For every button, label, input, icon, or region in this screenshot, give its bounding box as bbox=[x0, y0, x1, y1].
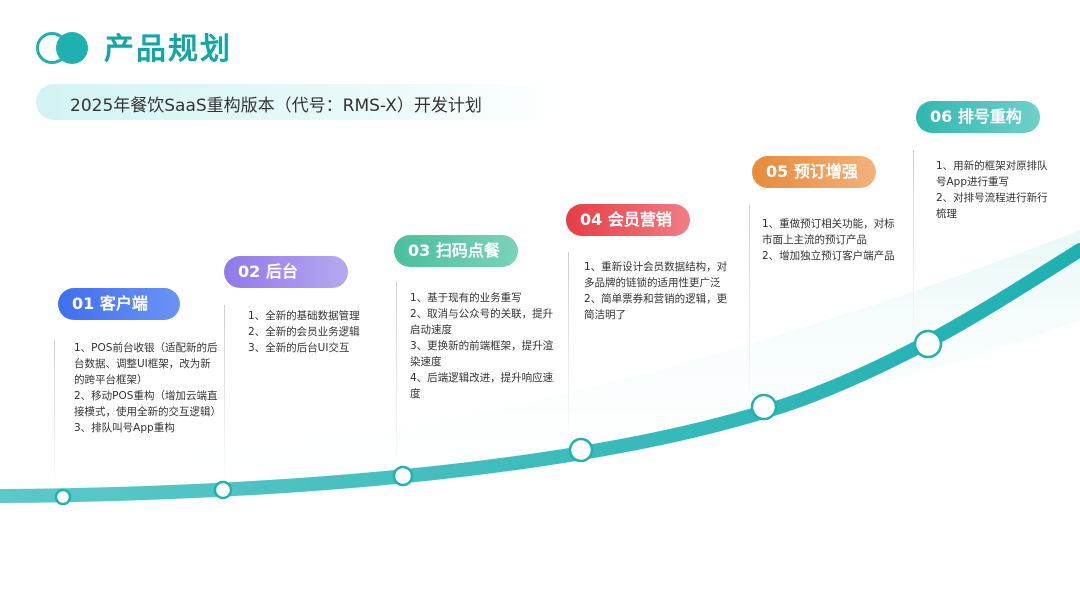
timeline-node-6 bbox=[913, 329, 943, 359]
stage-4-line-2: 2、简单票券和营销的逻辑，更简洁明了 bbox=[584, 293, 728, 321]
timeline-node-2 bbox=[213, 480, 233, 500]
stage-1-line-2: 2、移动POS重构（增加云端直接模式，使用全新的交互逻辑） bbox=[74, 390, 221, 418]
stage-pill-3: 03 扫码点餐 bbox=[394, 235, 518, 267]
stage-desc-4: 1、重新设计会员数据结构，对多品牌的链锁的适用性更广泛 2、简单票券和营销的逻辑… bbox=[584, 259, 734, 323]
subtitle-bar bbox=[36, 84, 556, 120]
stage-1-line-1: 1、POS前台收银（适配新的后台数据、调整UI框架，改为新的跨平台框架） bbox=[74, 342, 218, 386]
stage-6-line-1: 1、用新的框架对原排队号App进行重写 bbox=[936, 160, 1048, 188]
stage-2-line-1: 1、全新的基础数据管理 bbox=[248, 310, 360, 322]
stage-2-line-2: 2、全新的会员业务逻辑 bbox=[248, 326, 360, 338]
stage-desc-6: 1、用新的框架对原排队号App进行重写 2、对排号流程进行新行梳理 bbox=[936, 158, 1056, 222]
stage-3-line-1: 1、基于现有的业务重写 bbox=[410, 292, 522, 304]
stage-pill-6: 06 排号重构 bbox=[916, 101, 1040, 133]
guide-line-6 bbox=[913, 150, 914, 340]
stage-1-line-3: 3、排队叫号App重构 bbox=[74, 422, 175, 434]
stage-pill-2: 02 后台 bbox=[224, 256, 348, 288]
stage-desc-1: 1、POS前台收银（适配新的后台数据、调整UI框架，改为新的跨平台框架） 2、移… bbox=[74, 340, 221, 436]
curve-glow bbox=[0, 230, 1080, 500]
guide-line-1 bbox=[54, 340, 55, 490]
guide-line-4 bbox=[568, 252, 569, 442]
guide-line-5 bbox=[749, 205, 750, 405]
stage-5-line-2: 2、增加独立预订客户端产品 bbox=[762, 250, 895, 262]
stage-desc-2: 1、全新的基础数据管理 2、全新的会员业务逻辑 3、全新的后台UI交互 bbox=[248, 308, 388, 356]
guide-line-2 bbox=[224, 305, 225, 485]
stage-5-line-1: 1、重做预订相关功能，对标市面上主流的预订产品 bbox=[762, 218, 895, 246]
stage-2-line-3: 3、全新的后台UI交互 bbox=[248, 342, 350, 354]
stage-3-line-3: 3、更换新的前端框架，提升渲染速度 bbox=[410, 340, 554, 368]
logo-icon bbox=[36, 30, 92, 70]
stage-4-line-1: 1、重新设计会员数据结构，对多品牌的链锁的适用性更广泛 bbox=[584, 261, 728, 289]
guide-line-3 bbox=[396, 282, 397, 472]
stage-desc-3: 1、基于现有的业务重写 2、取消与公众号的关联，提升启动速度 3、更换新的前端框… bbox=[410, 290, 554, 402]
timeline-node-3 bbox=[392, 465, 414, 487]
stage-desc-5: 1、重做预订相关功能，对标市面上主流的预订产品 2、增加独立预订客户端产品 bbox=[762, 216, 904, 264]
stage-3-line-2: 2、取消与公众号的关联，提升启动速度 bbox=[410, 308, 554, 336]
stage-pill-4: 04 会员营销 bbox=[566, 204, 690, 236]
timeline-node-4 bbox=[568, 437, 594, 463]
stage-pill-5: 05 预订增强 bbox=[752, 156, 876, 188]
page-title: 产品规划 bbox=[104, 32, 232, 67]
stage-pill-1: 01 客户端 bbox=[58, 288, 180, 320]
page-subtitle: 2025年餐饮SaaS重构版本（代号：RMS-X）开发计划 bbox=[70, 96, 482, 116]
timeline-node-1 bbox=[54, 488, 72, 506]
stage-3-line-4: 4、后端逻辑改进，提升响应速度 bbox=[410, 372, 554, 400]
stage-6-line-2: 2、对排号流程进行新行梳理 bbox=[936, 192, 1048, 220]
timeline-node-5 bbox=[750, 393, 778, 421]
